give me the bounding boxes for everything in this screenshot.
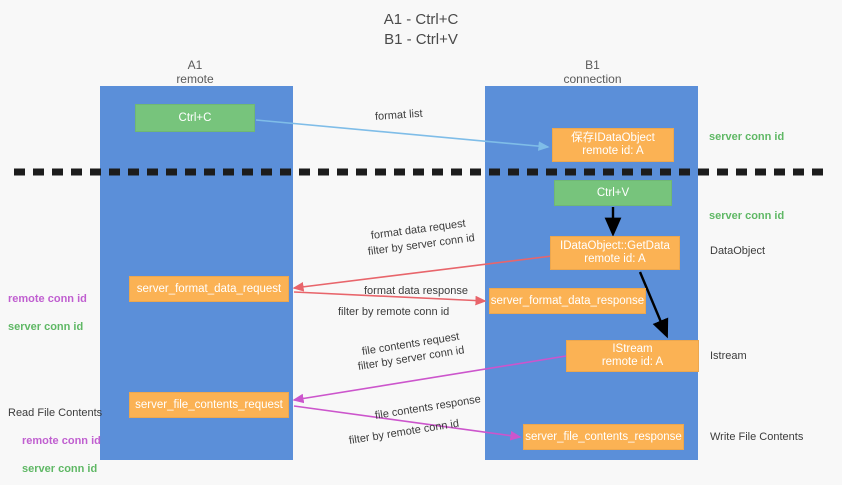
right-label-dataobject: DataObject <box>710 245 766 257</box>
filter-prefix: filter by <box>338 306 377 318</box>
page-title: A1 - Ctrl+C B1 - Ctrl+V <box>383 11 459 48</box>
node-istream[interactable]: IStream remote id: A <box>566 340 699 372</box>
column-header-a1: A1 remote <box>176 58 214 86</box>
right-label-server-conn-id-mid: server conn id <box>709 210 785 222</box>
node-server-format-data-response[interactable]: server_format_data_response <box>489 288 646 314</box>
node-server-file-contents-request[interactable]: server_file_contents_request <box>129 392 289 418</box>
node-ctrl-v[interactable]: Ctrl+V <box>554 180 672 206</box>
edge-label-file-contents-response-filter: filter by remote conn id <box>348 418 460 447</box>
node-server-file-contents-response[interactable]: server_file_contents_response <box>523 424 684 450</box>
remote-conn-id-label: remote conn id <box>8 293 87 305</box>
filter-value-remote-conn-id: remote conn id <box>386 417 460 441</box>
filter-value-remote-conn-id: remote conn id <box>376 306 450 318</box>
edge-label-file-contents-response: file contents response <box>374 393 482 422</box>
left-read-file-contents-group: Read File Contents remote conn id server… <box>8 392 123 476</box>
edge-label-format-data-response: format data response <box>364 285 468 297</box>
remote-conn-id-label: remote conn id <box>22 435 101 447</box>
node-ctrl-c[interactable]: Ctrl+C <box>135 104 255 132</box>
left-conn-id-legend-1: remote conn id server conn id <box>8 278 100 334</box>
filter-prefix: filter by <box>367 241 407 258</box>
column-header-b1: B1 connection <box>563 58 622 86</box>
edge-label-format-data-response-filter: filter by remote conn id <box>338 306 449 318</box>
filter-prefix: filter by <box>348 429 388 447</box>
node-save-idataobject[interactable]: 保存IDataObject remote id: A <box>552 128 674 162</box>
edge-label-format-list: format list <box>374 107 423 123</box>
node-idataobject-getdata[interactable]: IDataObject::GetData remote id: A <box>550 236 680 270</box>
node-server-format-data-request[interactable]: server_format_data_request <box>129 276 289 302</box>
right-label-write-file-contents: Write File Contents <box>710 431 804 443</box>
right-label-istream: Istream <box>710 350 747 362</box>
read-file-contents-label: Read File Contents <box>8 407 103 419</box>
server-conn-id-label: server conn id <box>8 321 84 333</box>
right-label-server-conn-id-top: server conn id <box>709 131 785 143</box>
server-conn-id-label: server conn id <box>22 463 98 475</box>
